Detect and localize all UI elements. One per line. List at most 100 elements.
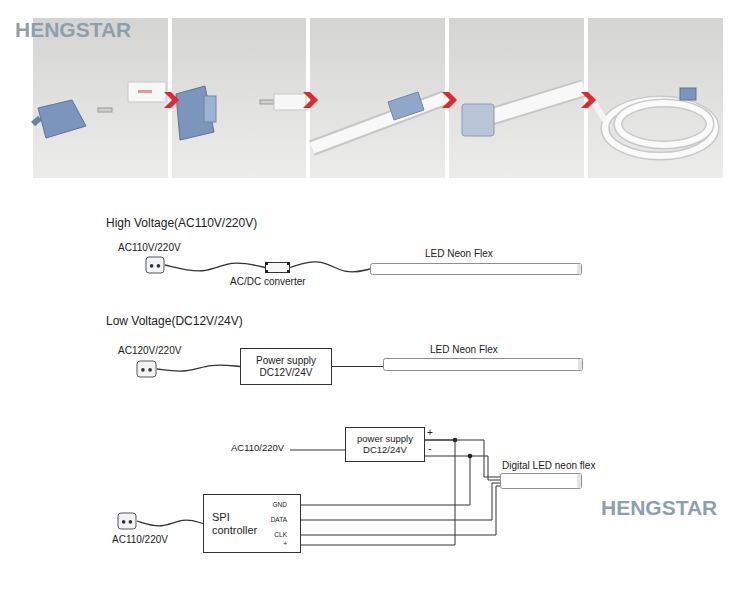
node-label: Digital LED neon flex xyxy=(502,460,595,472)
photo-step-5 xyxy=(588,18,723,178)
controller-name: SPI controller xyxy=(212,511,268,536)
photo-step-3 xyxy=(310,18,445,178)
plug-tip xyxy=(204,96,216,122)
converter-outline xyxy=(266,263,290,273)
converter-corner xyxy=(287,270,290,273)
neon-tube xyxy=(312,98,445,148)
pin-name: GND xyxy=(273,501,287,508)
coiled-tube xyxy=(605,100,715,156)
voltage-label: AC110/220V xyxy=(231,443,284,454)
plug-connector-shape xyxy=(117,512,137,530)
box-label: power supply DC12/24V xyxy=(351,434,419,456)
plug-outline xyxy=(137,361,156,377)
coiled-tube xyxy=(618,103,710,145)
node-label: AC/DC converter xyxy=(230,276,306,288)
power-supply-box: power supply DC12/24V xyxy=(345,427,425,462)
neon-flex-tube-shape xyxy=(500,473,582,489)
photo-step-4 xyxy=(449,18,584,178)
plug-outline xyxy=(146,257,164,273)
tube-end-cap xyxy=(577,264,581,274)
photo-ground xyxy=(33,18,168,178)
node-label: AC110V/220V xyxy=(118,242,181,254)
tube-print xyxy=(138,90,152,93)
photo-step-2 xyxy=(172,18,306,178)
plug-pin xyxy=(141,368,145,372)
coiled-tube xyxy=(618,103,710,145)
step-arrow xyxy=(303,92,318,108)
polarity-sign: + xyxy=(427,427,433,439)
plug-body xyxy=(680,88,696,100)
wire-connector xyxy=(137,520,203,526)
ground-wire xyxy=(292,456,470,505)
pin-name: DATA xyxy=(271,516,287,523)
step-arrow xyxy=(581,92,596,108)
node-label: AC120V/220V xyxy=(118,345,181,357)
wire-connector xyxy=(301,483,500,520)
plug-connector: AC120V/220V xyxy=(136,360,157,378)
plug-connector-shape xyxy=(136,360,157,378)
converter-box-shape xyxy=(265,262,290,273)
end-cap xyxy=(462,104,494,136)
clock-wire xyxy=(292,486,500,535)
neon-tube-piece xyxy=(128,82,166,102)
connector-pin xyxy=(260,100,274,104)
pin-name: CLK xyxy=(274,531,287,538)
plug-connector-shape xyxy=(145,256,165,274)
photo-ground xyxy=(172,18,306,178)
power-supply-box: Power supply DC12V/24V xyxy=(240,348,332,385)
connector-pin xyxy=(98,108,112,112)
wire-connector xyxy=(157,365,240,371)
watermark: HENGSTAR xyxy=(15,18,131,42)
plug-pin xyxy=(122,520,126,524)
polarity-sign: - xyxy=(428,442,432,455)
plug-pin xyxy=(148,368,152,372)
plug-pin xyxy=(157,264,161,268)
photo-ground xyxy=(449,18,584,178)
plug-connector: AC110V/220V xyxy=(145,256,165,274)
plug-body xyxy=(38,100,86,138)
tube-end-cap xyxy=(578,359,582,370)
photo-ground xyxy=(588,18,723,178)
neon-tube xyxy=(312,98,445,148)
plug-pin xyxy=(129,520,133,524)
watermark: HENGSTAR xyxy=(601,496,717,520)
plug-outline xyxy=(118,513,136,529)
plug-pin xyxy=(150,264,154,268)
tube-end-cap xyxy=(577,474,581,488)
section-heading: Low Voltage(DC12V/24V) xyxy=(106,315,243,329)
converter-corner xyxy=(265,270,268,273)
photo-step-1 xyxy=(33,18,168,178)
wire-connector xyxy=(425,440,500,477)
neon-flex-tube: Digital LED neon flex xyxy=(500,473,582,489)
step-arrow xyxy=(442,92,457,108)
converter-corner xyxy=(287,262,290,265)
neon-tube xyxy=(480,88,584,120)
node-label: LED Neon Flex xyxy=(430,344,498,356)
tube-outline xyxy=(501,474,582,489)
neon-flex-tube: LED Neon Flex xyxy=(370,263,582,275)
neon-flex-tube-shape xyxy=(383,358,583,371)
plug-connector: AC110/220V xyxy=(117,512,137,530)
negative-wire xyxy=(423,456,500,480)
mains-wire xyxy=(290,450,345,451)
converter-corner xyxy=(265,262,268,265)
end-cap xyxy=(388,92,424,120)
node-label: AC110/220V xyxy=(112,534,168,546)
pin-name: + xyxy=(283,540,287,547)
tube-outline xyxy=(384,359,583,371)
neon-tube xyxy=(480,88,584,120)
neon-flex-tube-shape xyxy=(370,263,582,275)
neon-tube-piece xyxy=(274,94,306,110)
box-label: Power supply DC12V/24V xyxy=(246,355,326,378)
cord xyxy=(33,118,40,124)
wire-connector xyxy=(332,366,383,367)
step-arrows xyxy=(164,92,596,108)
node-label: LED Neon Flex xyxy=(425,248,493,260)
wire-connector xyxy=(290,262,370,272)
tube-outline xyxy=(371,264,582,275)
coiled-tube xyxy=(605,100,715,156)
neon-flex-tube: LED Neon Flex xyxy=(383,358,583,371)
junction-dot xyxy=(468,454,473,459)
photo-ground xyxy=(310,18,445,178)
